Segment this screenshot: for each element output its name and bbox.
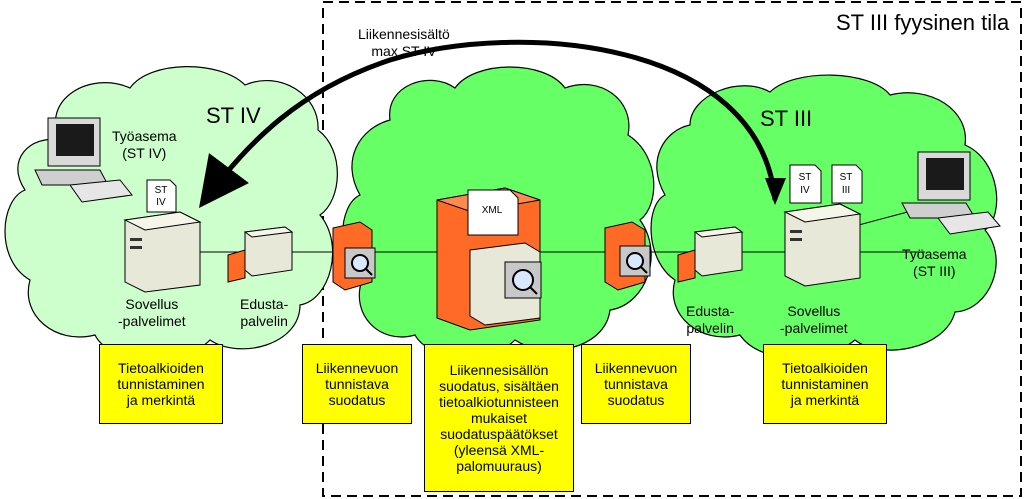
flow-arrow-label: Liikennesisältö max ST IV [358,26,450,59]
zone-title-st-iv: ST IV [206,103,261,128]
doc2-level-label: III [842,185,850,196]
doc1-st-label: ST [799,172,812,183]
proxy-right-label: Edusta- palvelin [686,303,735,336]
app-server-left-icon: ST IV [123,179,202,293]
workstation-right-icon [901,151,1001,235]
proxy-left-icon [227,226,294,283]
flow-arrow [198,39,778,208]
flow-arrow-head-right [765,178,786,205]
box-left-flow-filter: Liikennevuon tunnistava suodatus [302,344,412,424]
xml-firewall-icon: XML [436,187,542,331]
zone-title-st-iii: ST III [760,106,813,131]
doc1-level-label: IV [800,185,810,196]
workstation-left-icon [34,117,133,203]
box-right-flow-filter: Liikennevuon tunnistava suodatus [581,344,691,424]
workstation-left-label: Työasema (ST IV) [112,128,177,161]
flow-filter-right-icon [604,221,651,291]
app-server-right-label: Sovellus -palvelimet [780,303,848,336]
doc2-st-label: ST [840,172,853,183]
box-content-filter: Liikennesisällön suodatus, sisältäen tie… [424,344,574,492]
proxy-left-label: Edusta- palvelin [240,296,289,329]
box-right-tagging: Tietoalkioiden tunnistaminen ja merkintä [763,344,887,424]
doc-st-label: ST [155,185,168,196]
workstation-right-label: Työasema (ST III) [902,246,967,279]
app-server-left-label: Sovellus -palvelimet [118,296,186,329]
physical-space-title: ST III fyysinen tila [836,10,1010,35]
flow-filter-left-icon [332,221,376,291]
proxy-right-icon [677,226,744,283]
doc-level-label: IV [156,197,166,208]
xml-doc-label: XML [482,205,503,216]
box-left-tagging: Tietoalkioiden tunnistaminen ja merkintä [99,344,223,424]
app-server-right-icon: ST IV ST III [783,164,863,287]
